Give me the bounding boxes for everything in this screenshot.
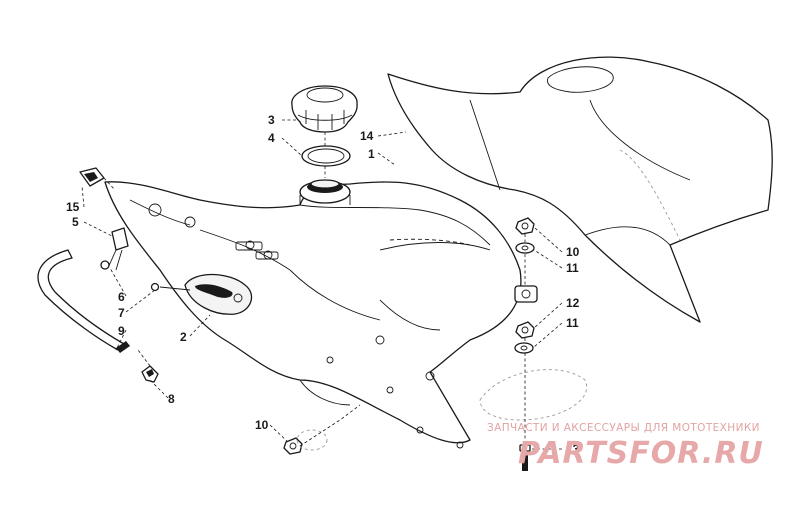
part-9-hose (37, 249, 130, 353)
callout-6: 6 (118, 290, 125, 304)
part-15-clip (79, 167, 105, 187)
callout-15: 15 (66, 200, 80, 214)
callout-8: 8 (168, 392, 175, 406)
assembly-lines (103, 132, 526, 447)
part-6-fitting (100, 260, 160, 292)
watermark-logo: PARTSFOR.RU (518, 436, 764, 471)
callout-14: 14 (360, 129, 374, 143)
part-12-nut (515, 321, 535, 339)
callout-13: 13 (566, 442, 580, 456)
callout-11-upper: 11 (566, 261, 579, 275)
part-1-fuel-tank (104, 179, 538, 449)
callout-2: 2 (180, 330, 187, 344)
callout-1: 1 (368, 147, 375, 161)
part-11-washer-lower (514, 342, 534, 354)
part-4-gasket (301, 145, 351, 167)
part-11-washer-upper (515, 242, 535, 254)
part-5-vent-valve (107, 227, 129, 271)
part-7-tube (159, 286, 191, 291)
callout-5: 5 (72, 215, 79, 229)
callout-10-upper: 10 (566, 245, 580, 259)
part-14-seat-cover (387, 56, 773, 323)
callout-7: 7 (118, 306, 125, 320)
callout-4: 4 (268, 131, 275, 145)
callout-3: 3 (268, 113, 275, 127)
part-8-nozzle (141, 365, 159, 383)
part-10-nut-lower (283, 429, 328, 455)
callout-9: 9 (118, 324, 125, 338)
callout-leaders (81, 119, 563, 450)
part-13-bolt (479, 369, 588, 471)
part-2-fuel-pump-plate (184, 273, 253, 315)
callout-12: 12 (566, 296, 580, 310)
callout-10-lower: 10 (255, 418, 269, 432)
callout-11-lower: 11 (566, 316, 579, 330)
watermark-caption: ЗАПЧАСТИ И АКСЕССУАРЫ ДЛЯ МОТОТЕХНИКИ (487, 422, 760, 434)
part-10-nut-upper (515, 217, 535, 235)
callout-numbers: 3 4 14 1 15 5 6 7 9 8 2 10 10 11 12 11 1… (66, 113, 580, 456)
part-3-fuel-cap (291, 85, 358, 133)
